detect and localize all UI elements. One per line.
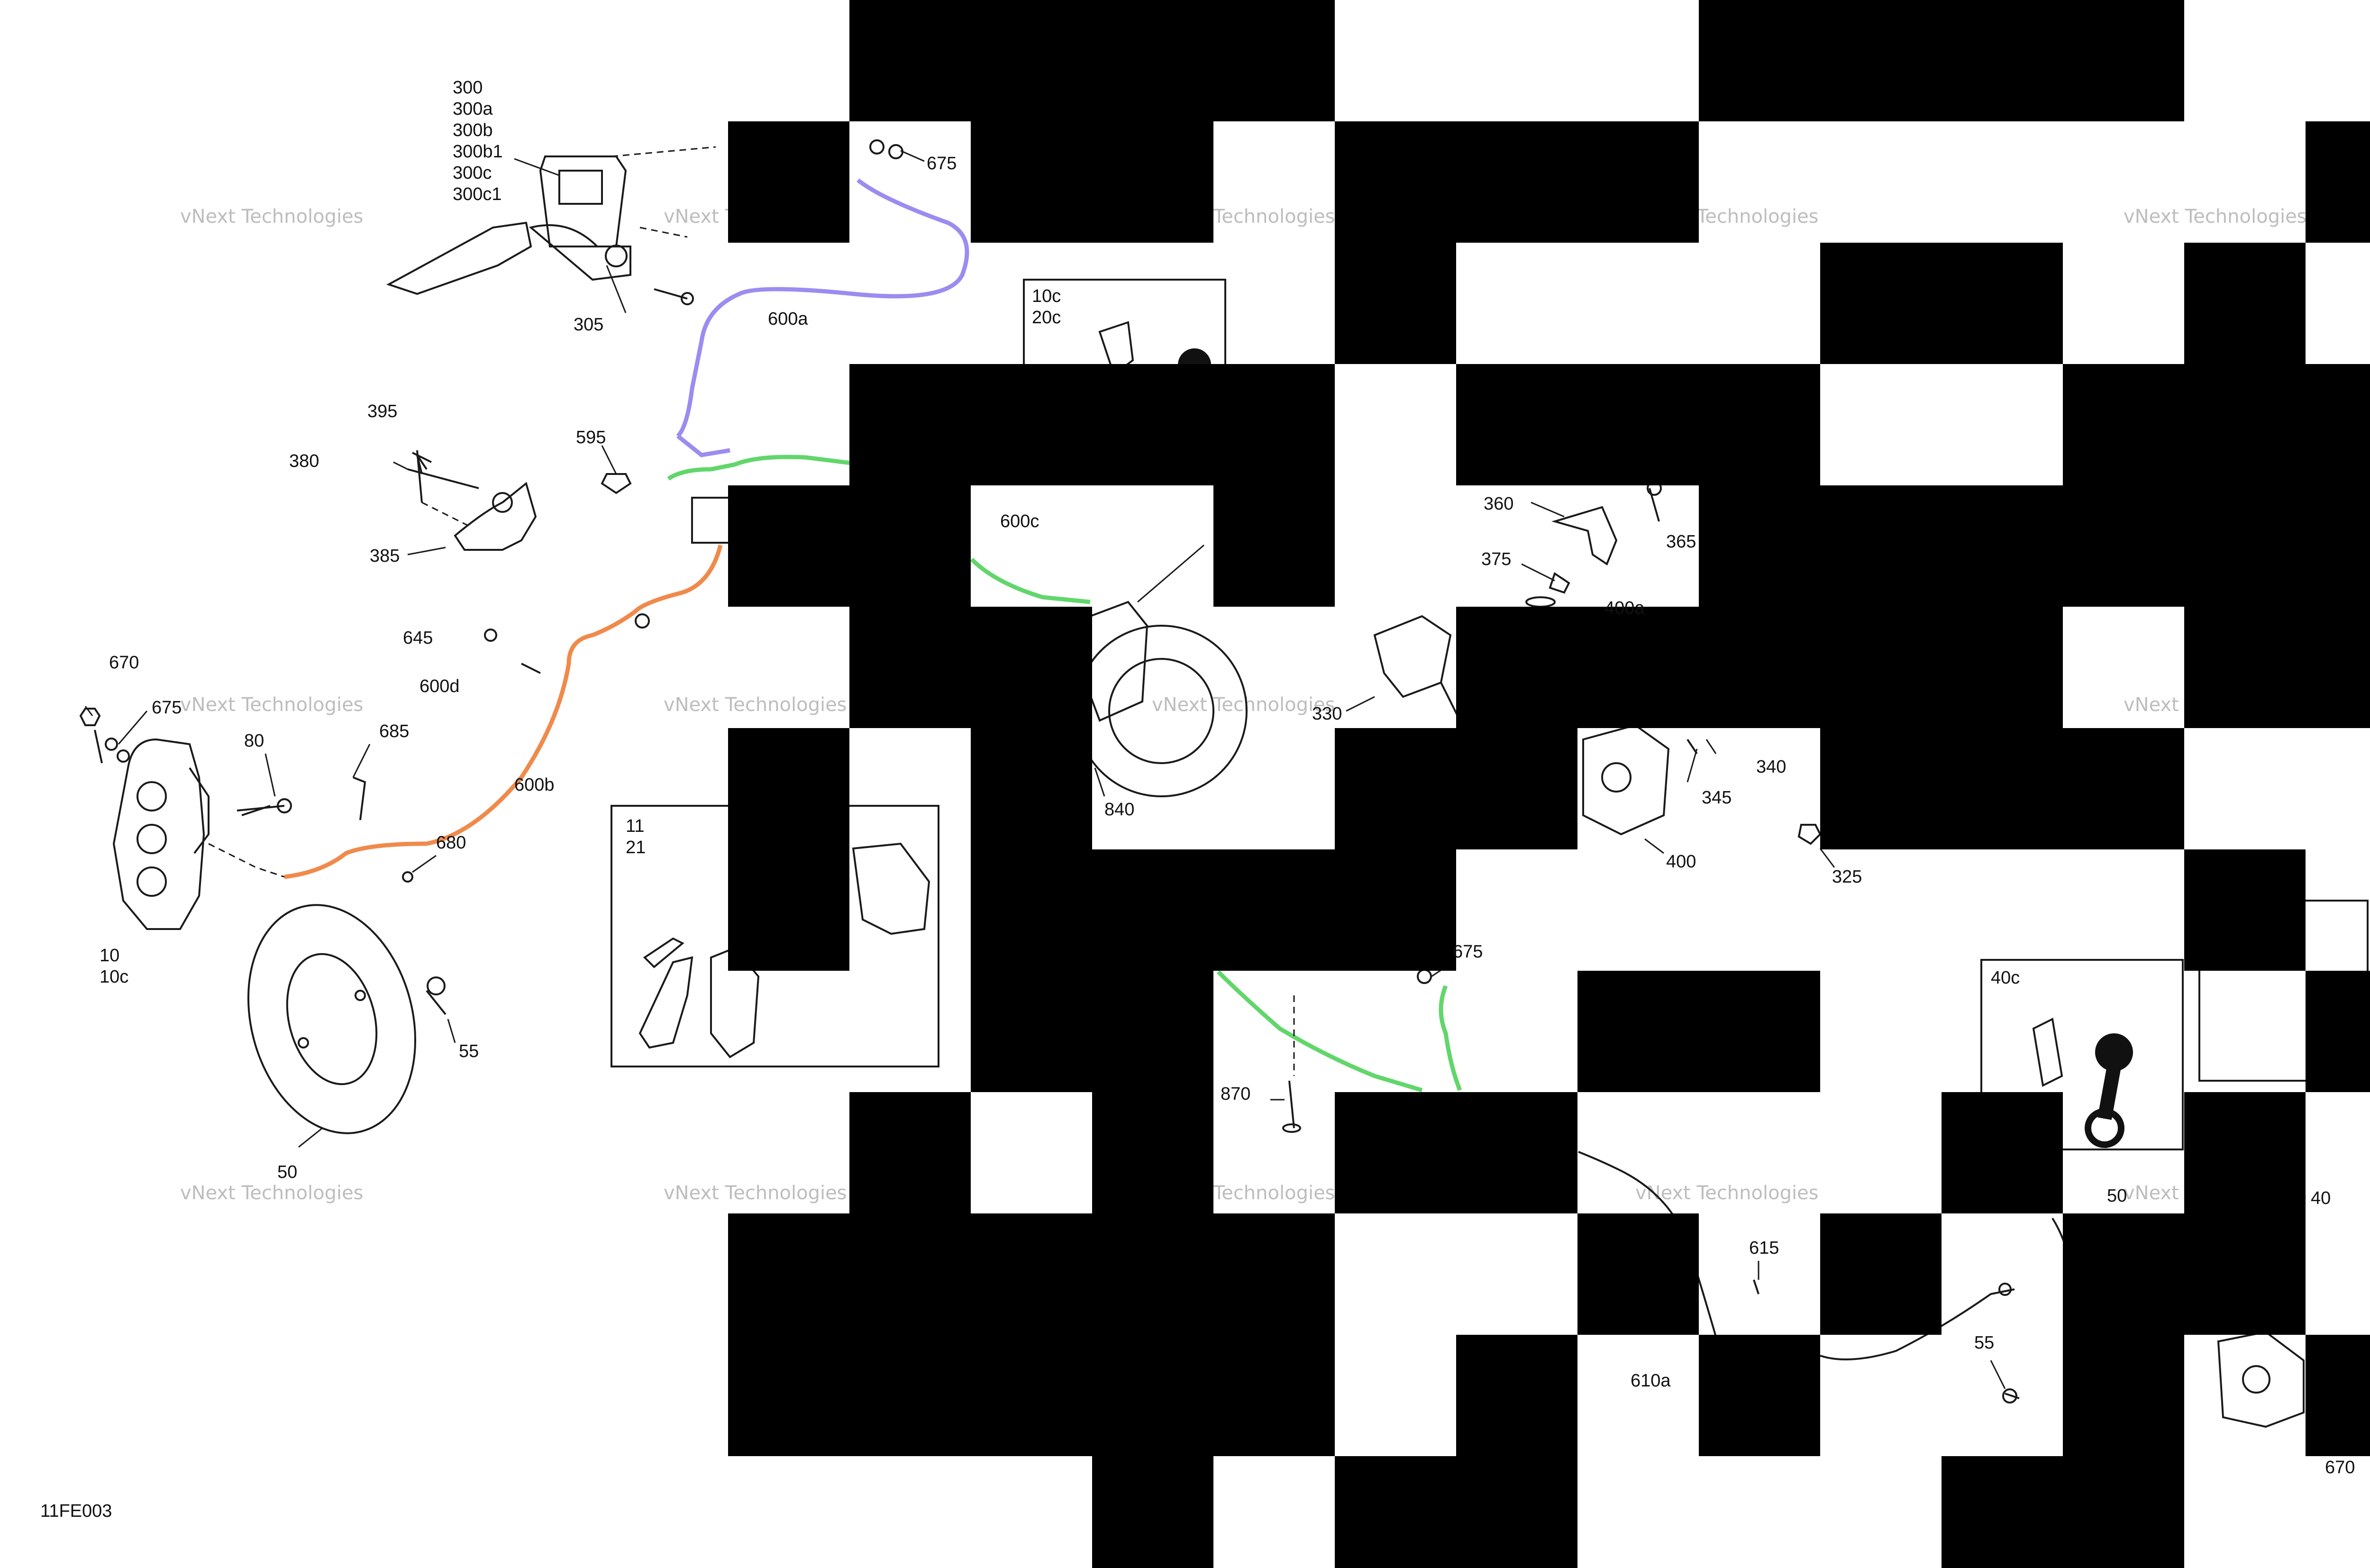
callout-325: 325 [1832, 867, 1862, 887]
callout-340: 340 [1756, 757, 1786, 777]
callout-375: 375 [1481, 549, 1511, 569]
callout-675-right: 675 [1453, 942, 1483, 962]
callout-675: 675 [927, 154, 957, 173]
callout-675-left: 675 [152, 698, 182, 718]
callout-50: 50 [277, 1162, 297, 1182]
callout-680: 680 [436, 833, 466, 853]
callout-300c1: 300c1 [453, 184, 502, 204]
callout-400: 400 [1666, 852, 1696, 872]
front-left-hose-fitting [676, 434, 730, 457]
callout-300b1: 300b1 [453, 142, 503, 162]
callout-615: 615 [1749, 1238, 1779, 1258]
hose-clip-icon [635, 613, 650, 629]
bleeder-cap-bottom-icon [2095, 1033, 2133, 1071]
callout-300c: 300c [453, 163, 492, 183]
callout-21: 21 [626, 838, 646, 857]
disc-bolt-55-icon [2002, 1388, 2017, 1404]
caliper-bolts [237, 744, 437, 883]
front-right-brake-hose-lower [1216, 970, 1423, 1093]
hose-bolt-icon [484, 629, 497, 642]
pin-870-icon [1288, 1080, 1295, 1129]
watermark: vNext Technologies [664, 1182, 847, 1204]
callout-600c: 600c [1000, 511, 1039, 531]
washer-675-icon [1417, 969, 1432, 984]
right-rear-hose [1820, 1288, 2015, 1360]
callout-300b: 300b [453, 120, 493, 140]
callout-395: 395 [367, 401, 397, 421]
callout-595: 595 [576, 428, 606, 447]
callout-685: 685 [379, 721, 409, 741]
callout-20c: 20c [1032, 308, 1061, 328]
bleeder-screw-bottom-icon [2032, 1018, 2063, 1087]
callout-10: 10 [100, 946, 119, 966]
watermark: vNext Technologies [180, 694, 364, 716]
callout-300a: 300a [453, 99, 493, 119]
callout-50-right: 50 [2107, 1186, 2127, 1206]
callout-400a: 400a [1604, 598, 1645, 618]
callout-610a: 610a [1631, 1371, 1671, 1391]
callout-870: 870 [1221, 1084, 1250, 1104]
part-callouts: 300 300a 300b 300b1 300c 300c1 305 675 6… [100, 78, 2355, 1477]
callout-55-right: 55 [1974, 1333, 1994, 1353]
front-right-brake-hose-upper [667, 455, 863, 481]
callout-385: 385 [370, 546, 400, 566]
callout-670: 670 [109, 653, 139, 673]
watermark: vNext Technologies [664, 694, 847, 716]
callout-645: 645 [403, 628, 433, 648]
callout-840: 840 [1104, 800, 1134, 820]
callout-40c: 40c [1991, 968, 2020, 988]
banjo-washer-top [869, 139, 925, 162]
callout-11: 11 [626, 816, 644, 836]
callout-365: 365 [1666, 532, 1696, 552]
front-right-hose-branch [1439, 985, 1462, 1091]
callout-600b: 600b [514, 775, 555, 795]
callout-360: 360 [1484, 494, 1513, 514]
callout-300: 300 [453, 78, 483, 98]
callout-330: 330 [1312, 704, 1342, 724]
rear-caliper-left [79, 706, 285, 930]
bleeder-screw-icon [1098, 321, 1134, 376]
callout-80: 80 [244, 731, 264, 751]
callout-10c-left: 10c [100, 967, 128, 987]
callout-600a: 600a [768, 309, 808, 329]
callout-600d: 600d [419, 676, 460, 696]
masking-blocks [728, 0, 2370, 1568]
front-right-brake-hose-600c [970, 557, 1091, 604]
callout-345: 345 [1702, 788, 1732, 808]
watermark: vNext Technologies [180, 206, 364, 228]
callout-305: 305 [574, 315, 603, 335]
callout-380: 380 [289, 451, 319, 471]
pedal-bracket [1521, 481, 1662, 608]
watermark: vNext Technologies [1152, 694, 1335, 716]
nut-595-icon [601, 473, 632, 494]
hose-610a [1578, 1151, 1717, 1337]
callout-10c: 10c [1032, 286, 1061, 306]
diagram-code: 11FE003 [40, 1501, 112, 1521]
watermark: vNext Technologies [180, 1182, 364, 1204]
callout-670-right: 670 [2325, 1458, 2355, 1477]
front-left-brake-hose [676, 178, 969, 438]
clip-615-icon [1753, 1279, 1759, 1295]
brake-junction-block [691, 497, 731, 544]
watermark: vNext Technologies [1635, 1182, 1819, 1204]
bleeder-inset-box-bottom [1980, 959, 2184, 1150]
rear-brake-disc [247, 904, 456, 1148]
callout-55: 55 [459, 1041, 479, 1061]
watermark: vNext Technologies [2124, 206, 2307, 228]
master-cylinder-assembly [386, 146, 716, 313]
rear-brake-hose-600b [284, 544, 723, 879]
callout-40: 40 [2311, 1188, 2331, 1208]
caliper-bracket-assembly [393, 450, 537, 556]
brake-pedal [1346, 615, 1470, 740]
rear-caliper-right [2217, 1331, 2305, 1428]
